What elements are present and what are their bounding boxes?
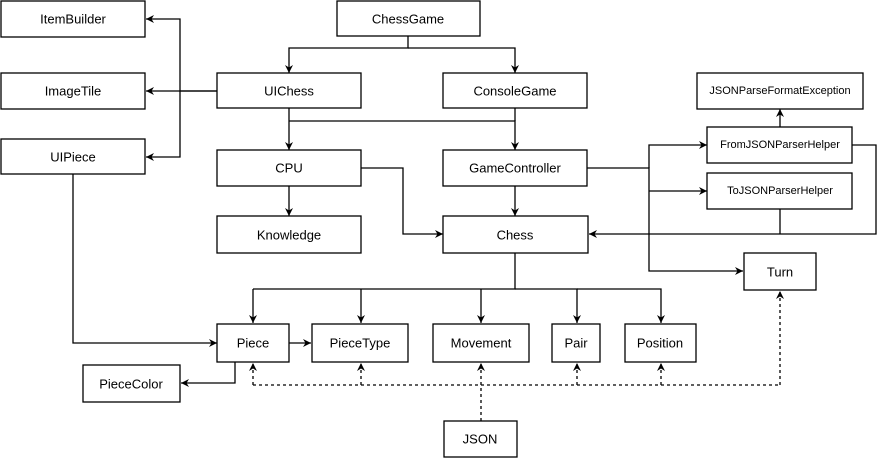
node-piececolor[interactable]: PieceColor — [82, 364, 181, 403]
edge-chessgame-consolegame — [408, 47, 519, 73]
node-turn[interactable]: Turn — [743, 252, 817, 291]
edge-cpu-chess — [361, 167, 443, 238]
node-json[interactable]: JSON — [443, 420, 518, 458]
node-chess[interactable]: Chess — [442, 215, 589, 254]
edge-uichess-uipiece — [146, 91, 181, 161]
node-uichess[interactable]: UIChess — [216, 72, 362, 109]
node-to-json-parser-helper-label: ToJSONParserHelper — [727, 185, 833, 197]
edge-gamecontroller-fromjson — [648, 141, 707, 168]
node-json-parse-format-exception[interactable]: JSONParseFormatException — [696, 72, 864, 110]
node-pair[interactable]: Pair — [551, 323, 601, 363]
node-from-json-parser-helper[interactable]: FromJSONParserHelper — [706, 126, 853, 164]
node-piece-label: Piece — [237, 336, 270, 351]
node-gamecontroller[interactable]: GameController — [442, 149, 588, 187]
node-chessgame[interactable]: ChessGame — [336, 0, 481, 37]
node-uipiece-label: UIPiece — [50, 150, 96, 165]
node-uipiece[interactable]: UIPiece — [0, 138, 146, 175]
node-knowledge-label: Knowledge — [257, 228, 321, 243]
node-json-label: JSON — [463, 432, 498, 447]
edge-chess-position — [577, 288, 665, 323]
node-consolegame-label: ConsoleGame — [473, 84, 556, 99]
node-position-label: Position — [637, 336, 683, 351]
node-to-json-parser-helper[interactable]: ToJSONParserHelper — [706, 172, 853, 210]
edges — [72, 15, 877, 421]
node-gamecontroller-label: GameController — [469, 161, 561, 176]
edge-chess-bus — [253, 253, 516, 290]
node-piecetype[interactable]: PieceType — [311, 323, 409, 363]
node-cpu-label: CPU — [275, 161, 302, 176]
node-imagetile[interactable]: ImageTile — [0, 72, 146, 110]
node-knowledge[interactable]: Knowledge — [216, 215, 362, 254]
node-consolegame[interactable]: ConsoleGame — [442, 72, 588, 109]
node-position[interactable]: Position — [624, 323, 697, 363]
edge-chessgame-uichess — [285, 36, 409, 73]
node-json-parse-format-exception-label: JSONParseFormatException — [709, 85, 850, 97]
edge-uipiece-piece — [72, 174, 217, 347]
node-piececolor-label: PieceColor — [99, 377, 163, 392]
node-itembuilder[interactable]: ItemBuilder — [0, 0, 146, 38]
node-movement-label: Movement — [451, 336, 512, 351]
node-chessgame-label: ChessGame — [372, 12, 444, 27]
node-imagetile-label: ImageTile — [45, 84, 102, 99]
edge-uichess-itembuilder — [146, 15, 217, 92]
edge-fromjson-chess — [589, 144, 877, 238]
node-chess-label: Chess — [497, 228, 534, 243]
node-pair-label: Pair — [564, 336, 588, 351]
node-from-json-parser-helper-label: FromJSONParserHelper — [720, 139, 840, 151]
edge-chess-pair — [515, 288, 581, 323]
edge-gamecontroller-turn — [587, 167, 743, 275]
node-itembuilder-label: ItemBuilder — [40, 12, 106, 27]
node-turn-label: Turn — [767, 265, 793, 280]
node-uichess-label: UIChess — [264, 84, 314, 99]
edge-uichess-gamecontroller — [289, 120, 519, 150]
edge-piece-piececolor — [181, 361, 236, 387]
node-movement[interactable]: Movement — [432, 323, 530, 363]
node-piece[interactable]: Piece — [216, 323, 290, 363]
node-cpu[interactable]: CPU — [216, 149, 362, 187]
node-piecetype-label: PieceType — [330, 336, 391, 351]
